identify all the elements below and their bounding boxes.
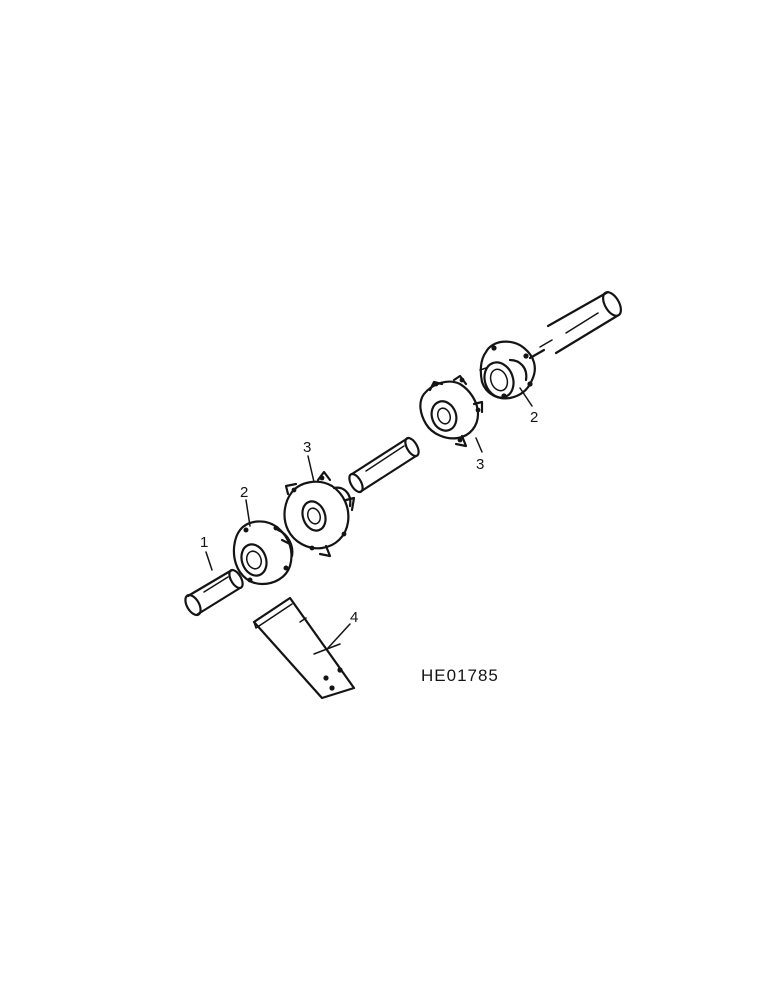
callout-2-upper-flange-bearing: 2 <box>530 409 538 426</box>
lower-flange-bearing <box>232 520 294 586</box>
callout-1-short-shaft: 1 <box>200 534 208 551</box>
mounting-plate <box>252 596 356 700</box>
upper-flange-coupler <box>419 374 484 448</box>
callout-3-lower-flange-coupler: 3 <box>303 439 311 456</box>
upper-flange-bearing <box>479 340 536 400</box>
lower-flange-coupler <box>283 470 356 558</box>
middle-connecting-shaft <box>348 436 420 494</box>
long-drive-shaft <box>528 290 622 360</box>
callout-2-lower-flange-bearing: 2 <box>240 484 248 501</box>
callout-4-mounting-plate: 4 <box>350 609 358 626</box>
short-shaft <box>184 568 244 617</box>
drawing-number: HE01785 <box>421 666 499 685</box>
callout-3-upper-flange-coupler: 3 <box>476 456 484 473</box>
leader-lines <box>205 387 533 649</box>
